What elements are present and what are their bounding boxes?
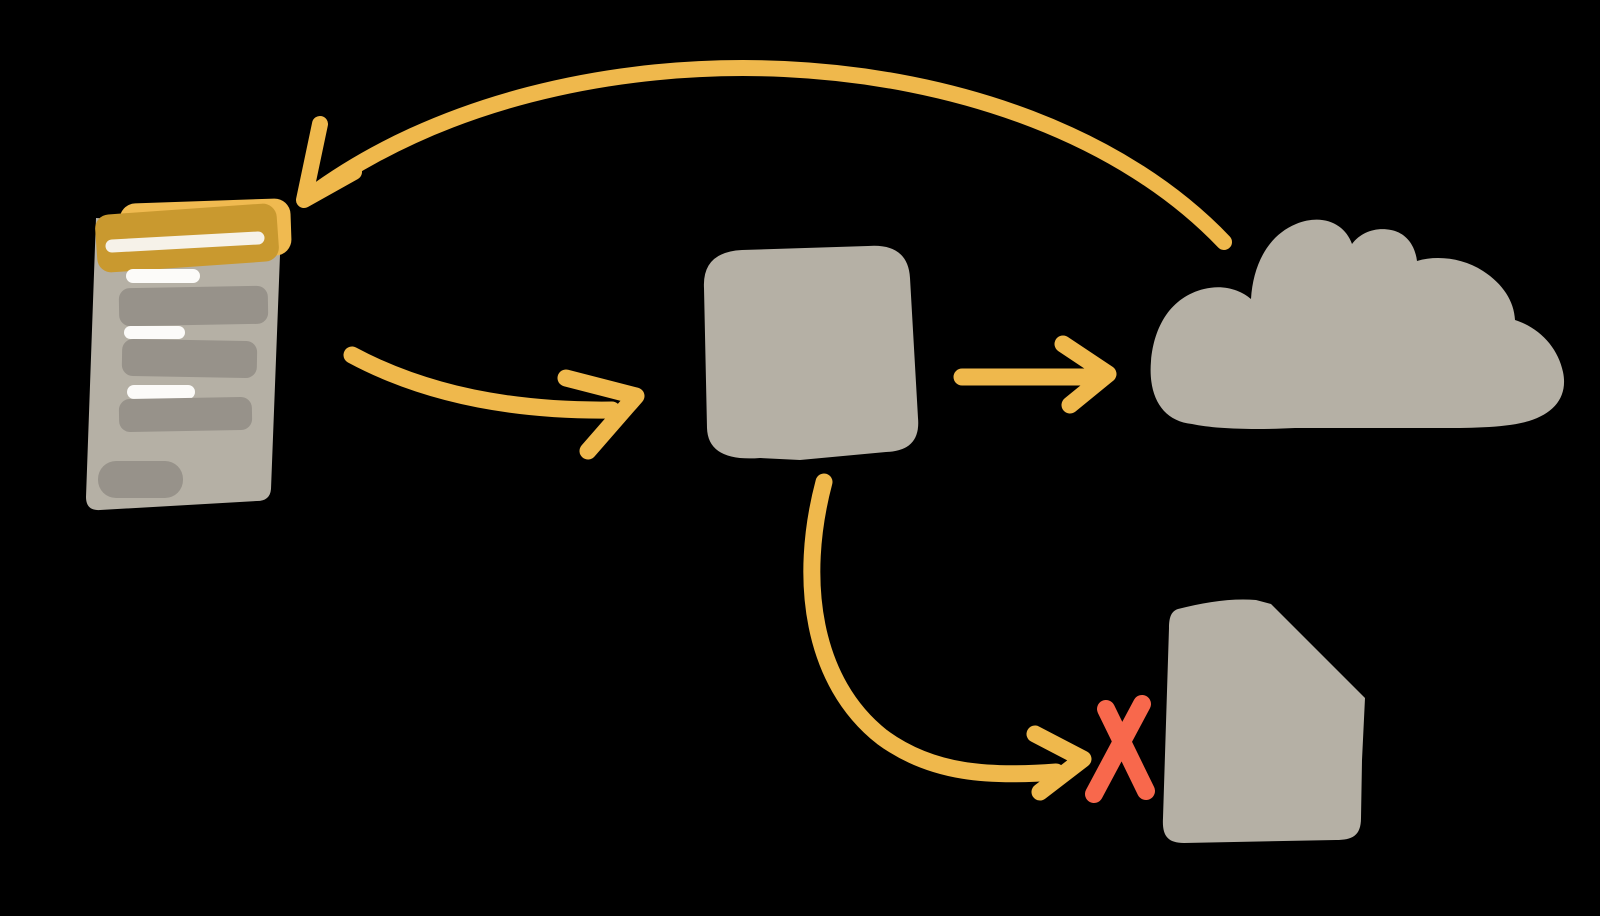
- arrow-cloud-to-document-head: [296, 116, 362, 208]
- process-square-icon: [703, 245, 919, 460]
- document-footer-blob: [98, 461, 183, 498]
- arrow-process-to-file-head: [1026, 725, 1092, 801]
- arrow-document-to-process: [343, 346, 645, 460]
- blocked-file-shape: [1162, 599, 1365, 843]
- arrow-cloud-to-document-line: [302, 60, 1232, 250]
- document-label-line-3: [127, 385, 195, 399]
- arrow-process-to-file: [803, 473, 1092, 801]
- reject-x-stroke-2: [1085, 695, 1151, 803]
- arrow-process-to-cloud-head: [1054, 335, 1117, 414]
- cloud-icon: [1150, 219, 1565, 429]
- arrow-process-to-cloud: [953, 335, 1117, 414]
- document-list-icon: [86, 198, 292, 511]
- document-row-bar-2: [121, 339, 258, 378]
- process-square: [703, 245, 919, 460]
- cloud-shape: [1150, 219, 1565, 429]
- arrow-cloud-to-document: [296, 60, 1232, 250]
- arrow-document-to-process-line: [343, 346, 621, 419]
- document-header-title-line: [105, 231, 265, 253]
- document-label-line-2: [124, 326, 185, 339]
- reject-x-icon: [1085, 695, 1155, 803]
- document-row-bar-1: [118, 285, 269, 327]
- document-row-bar-3: [118, 397, 253, 432]
- arrow-document-to-process-head: [557, 369, 645, 460]
- blocked-file-icon: [1162, 599, 1365, 843]
- document-label-line-1: [126, 269, 200, 283]
- arrow-process-to-file-line: [803, 473, 1065, 783]
